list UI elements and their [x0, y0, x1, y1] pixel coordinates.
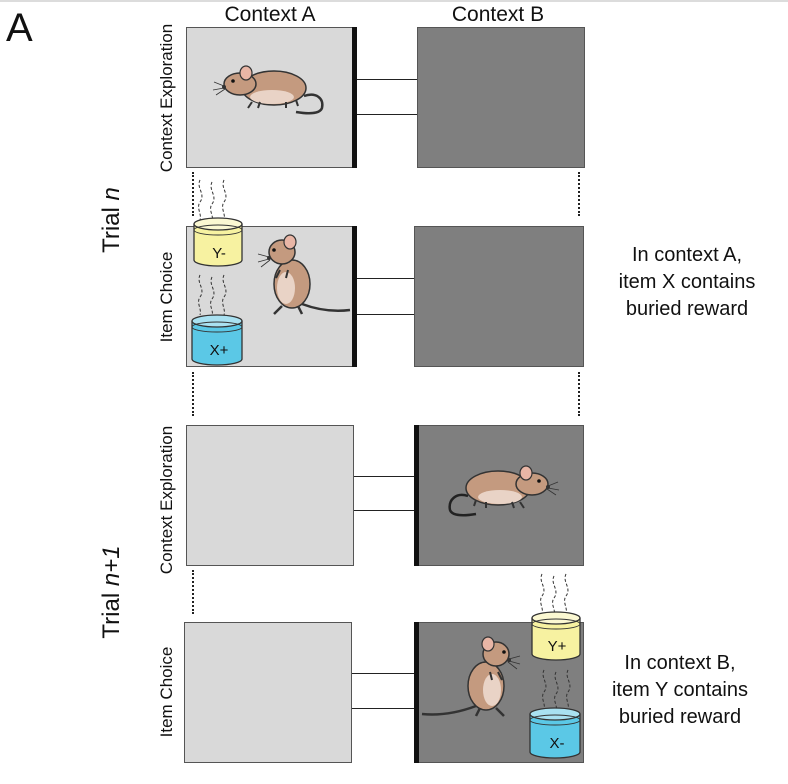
panel-letter: A	[6, 6, 33, 50]
note-trial-n: In context A, item X contains buried rew…	[587, 242, 787, 323]
door-open-a-2	[352, 226, 357, 367]
corridor-line-bottom-3	[354, 510, 414, 511]
trial-n1-label: Trial n+1	[98, 545, 126, 638]
odor-wisp-y-n1-icon	[540, 573, 569, 615]
context-b-label: Context B	[451, 3, 545, 26]
trial-n-prefix: Trial	[98, 200, 125, 253]
divider-dotted-b-2	[578, 372, 580, 416]
note-trial-n1-line-1: In context B,	[624, 652, 736, 674]
trial-n-var: n	[98, 187, 125, 201]
trial-n1-suffix: +1	[98, 545, 125, 573]
cup-x-trial-n-label: X+	[209, 342, 229, 359]
top-border	[0, 0, 788, 2]
odor-wisp-x-icon	[198, 274, 227, 316]
note-trial-n-line-1: In context A,	[631, 244, 743, 266]
corridor-line-bottom-2	[357, 314, 414, 315]
context-b-box-trial-n-choice	[414, 226, 584, 367]
phase-label-exploration-2: Context Exploration	[157, 425, 176, 575]
divider-dotted-a-1	[192, 172, 194, 216]
trial-n1-prefix: Trial	[98, 586, 125, 639]
odor-wisp-y-icon	[198, 179, 227, 221]
trial-n1-var: n	[98, 572, 125, 587]
context-a-box-trial-n1-exploration	[186, 425, 354, 566]
divider-dotted-a-3	[192, 570, 194, 614]
note-trial-n-line-2: item X contains	[618, 271, 756, 293]
note-trial-n1-line-2: item Y contains	[611, 679, 748, 701]
phase-label-choice-2: Item Choice	[157, 646, 176, 738]
door-open-b-2	[414, 622, 419, 763]
cup-y-trial-n-icon	[193, 217, 243, 267]
phase-label-exploration-1: Context Exploration	[157, 23, 176, 173]
trial-n-label: Trial n	[98, 187, 126, 253]
corridor-line-bottom-1	[357, 114, 417, 115]
cup-y-trial-n1-label: Y+	[547, 638, 567, 655]
door-open-a-1	[352, 27, 357, 168]
cup-y-trial-n-label: Y-	[212, 245, 226, 262]
corridor-line-bottom-4	[352, 708, 414, 709]
cup-x-trial-n1-icon	[529, 707, 581, 759]
divider-dotted-b-1	[578, 172, 580, 216]
phase-label-choice-1: Item Choice	[157, 251, 176, 343]
context-b-box-trial-n-exploration	[417, 27, 585, 168]
context-a-box-trial-n1-choice	[184, 622, 352, 763]
cup-x-trial-n-icon	[191, 314, 243, 366]
corridor-line-top-2	[357, 278, 414, 279]
rat-rearing-context-b-icon	[421, 636, 521, 717]
note-trial-n1: In context B, item Y contains buried rew…	[580, 650, 780, 731]
note-trial-n-line-3: buried reward	[625, 298, 749, 320]
divider-dotted-a-2	[192, 372, 194, 416]
note-trial-n1-line-3: buried reward	[618, 706, 742, 728]
corridor-line-top-4	[352, 673, 414, 674]
corridor-line-top-3	[354, 476, 414, 477]
rat-rearing-context-a-icon	[257, 234, 351, 315]
cup-y-trial-n1-icon	[531, 611, 581, 661]
context-a-label: Context A	[224, 3, 316, 26]
odor-wisp-x-n1-icon	[542, 669, 571, 711]
corridor-line-top-1	[357, 79, 417, 80]
rat-exploring-context-a-icon	[212, 65, 324, 115]
rat-exploring-context-b-icon	[448, 465, 560, 517]
door-open-b-1	[414, 425, 419, 566]
cup-x-trial-n1-label: X-	[549, 735, 565, 752]
